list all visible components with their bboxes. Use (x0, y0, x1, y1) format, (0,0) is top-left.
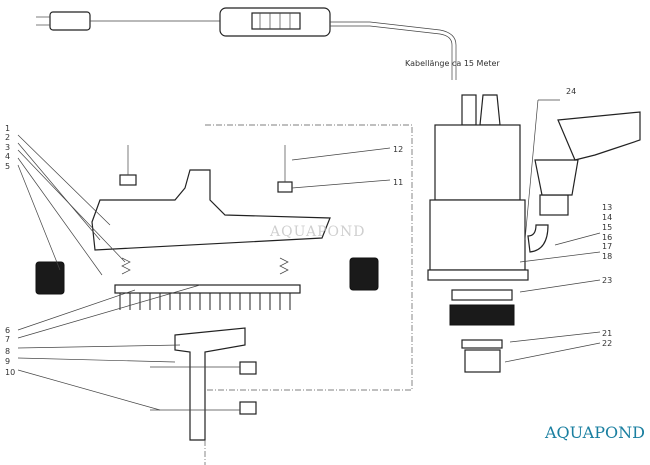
cable (330, 21, 457, 80)
part-label-9: 9 (5, 357, 10, 366)
pump (427, 94, 641, 373)
part-label-10: 10 (5, 368, 15, 377)
float-switch-housing (219, 7, 331, 37)
part-label-5: 5 (5, 162, 10, 171)
part-label-8: 8 (5, 347, 10, 356)
part-label-1: 1 (5, 124, 10, 133)
part-label-13: 13 (602, 203, 612, 212)
part-label-7: 7 (5, 335, 10, 344)
part-label-24: 24 (566, 87, 576, 96)
part-label-2: 2 (5, 133, 10, 142)
wheel-left (35, 261, 65, 295)
assembly-frame (205, 124, 413, 391)
part-label-18: 18 (602, 252, 612, 261)
part-label-4: 4 (5, 152, 10, 161)
part-label-3: 3 (5, 143, 10, 152)
part-label-23: 23 (602, 276, 612, 285)
aquapond-logo: AquaPond (544, 423, 645, 442)
wheel-right (349, 257, 379, 291)
part-label-6: 6 (5, 326, 10, 335)
part-label-21: 21 (602, 329, 612, 338)
cable-length-note: Kabellänge ca 15 Meter (405, 59, 500, 68)
part-label-22: 22 (602, 339, 612, 348)
cleaner-head (35, 145, 379, 310)
part-label-15: 15 (602, 223, 612, 232)
part-label-12: 12 (393, 145, 403, 154)
part-label-14: 14 (602, 213, 612, 222)
leader-lines (17, 134, 601, 411)
part-label-11: 11 (393, 178, 403, 187)
part-label-16: 16 (602, 233, 612, 242)
center-watermark: AquaPond (269, 224, 365, 240)
handle-bracket (150, 327, 257, 465)
power-plug (36, 11, 91, 31)
part-label-17: 17 (602, 242, 612, 251)
